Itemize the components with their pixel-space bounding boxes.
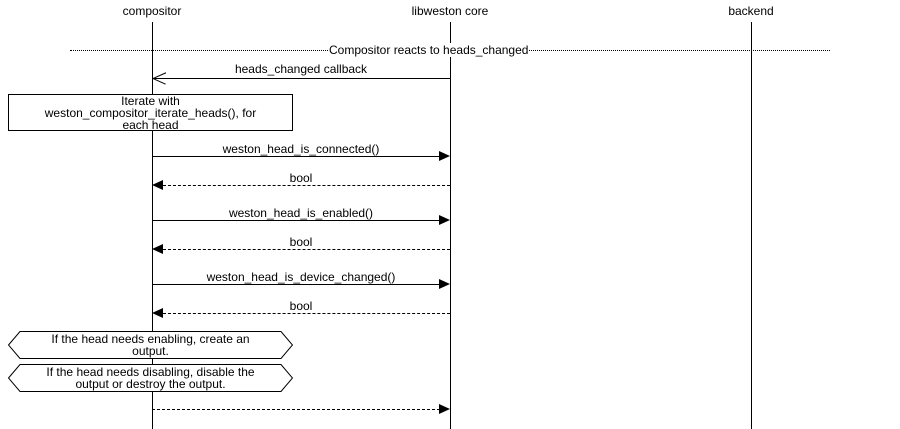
note-disable-line-1: If the head needs disabling, disable the bbox=[46, 365, 255, 379]
actor-label-backend: backend bbox=[728, 4, 774, 18]
message-label-heads-changed-callback: heads_changed callback bbox=[234, 62, 368, 76]
separator-label: Compositor reacts to heads_changed bbox=[328, 43, 530, 57]
arrowhead-left-bool-connected bbox=[152, 180, 163, 190]
note-iterate-line-1: Iterate with bbox=[121, 93, 180, 108]
arrowhead-left-bool-enabled bbox=[152, 244, 163, 254]
message-label-bool-connected: bool bbox=[289, 171, 313, 185]
message-label-weston-head-is-enabled: weston_head_is_enabled() bbox=[228, 206, 374, 220]
arrowhead-right-weston-head-is-connected bbox=[439, 151, 450, 161]
actor-label-compositor: compositor bbox=[122, 4, 182, 18]
note-iterate-line-2: weston_compositor_iterate_heads(), for bbox=[44, 105, 257, 120]
note-enable-line-2: output. bbox=[132, 344, 169, 358]
note-iterate-heads: Iterate with weston_compositor_iterate_h… bbox=[8, 94, 293, 131]
note-disable-line-2: output or destroy the output. bbox=[75, 377, 226, 391]
message-line-weston-head-is-device-changed bbox=[152, 284, 440, 285]
lifeline-compositor bbox=[152, 22, 153, 429]
note-enable-head: If the head needs enabling, create an ou… bbox=[8, 331, 293, 359]
note-iterate-line-3: each head bbox=[122, 117, 179, 132]
message-label-bool-enabled: bool bbox=[289, 235, 313, 249]
arrowhead-left-open-heads-changed-callback bbox=[153, 71, 166, 85]
arrowhead-right-weston-head-is-enabled bbox=[439, 215, 450, 225]
message-line-bool-device-changed bbox=[163, 313, 450, 314]
message-line-weston-head-is-connected bbox=[152, 156, 440, 157]
message-line-weston-head-is-enabled bbox=[152, 220, 440, 221]
arrowhead-right-final-return bbox=[439, 404, 450, 414]
lifeline-libweston-core bbox=[450, 22, 451, 429]
note-hexagon-shape-disable bbox=[8, 364, 293, 392]
message-label-weston-head-is-connected: weston_head_is_connected() bbox=[222, 142, 380, 156]
note-disable-head: If the head needs disabling, disable the… bbox=[8, 364, 293, 392]
actor-label-libweston-core: libweston core bbox=[411, 4, 489, 18]
message-label-weston-head-is-device-changed: weston_head_is_device_changed() bbox=[206, 270, 396, 284]
message-label-bool-device-changed: bool bbox=[289, 299, 313, 313]
message-line-bool-enabled bbox=[163, 249, 450, 250]
note-enable-line-1: If the head needs enabling, create an bbox=[51, 332, 250, 346]
arrowhead-left-bool-device-changed bbox=[152, 308, 163, 318]
message-line-final-return bbox=[152, 409, 440, 410]
message-line-heads-changed-callback bbox=[152, 78, 450, 79]
arrowhead-right-weston-head-is-device-changed bbox=[439, 279, 450, 289]
lifeline-backend bbox=[751, 22, 752, 429]
message-line-bool-connected bbox=[163, 185, 450, 186]
note-hexagon-shape-enable bbox=[8, 331, 293, 359]
